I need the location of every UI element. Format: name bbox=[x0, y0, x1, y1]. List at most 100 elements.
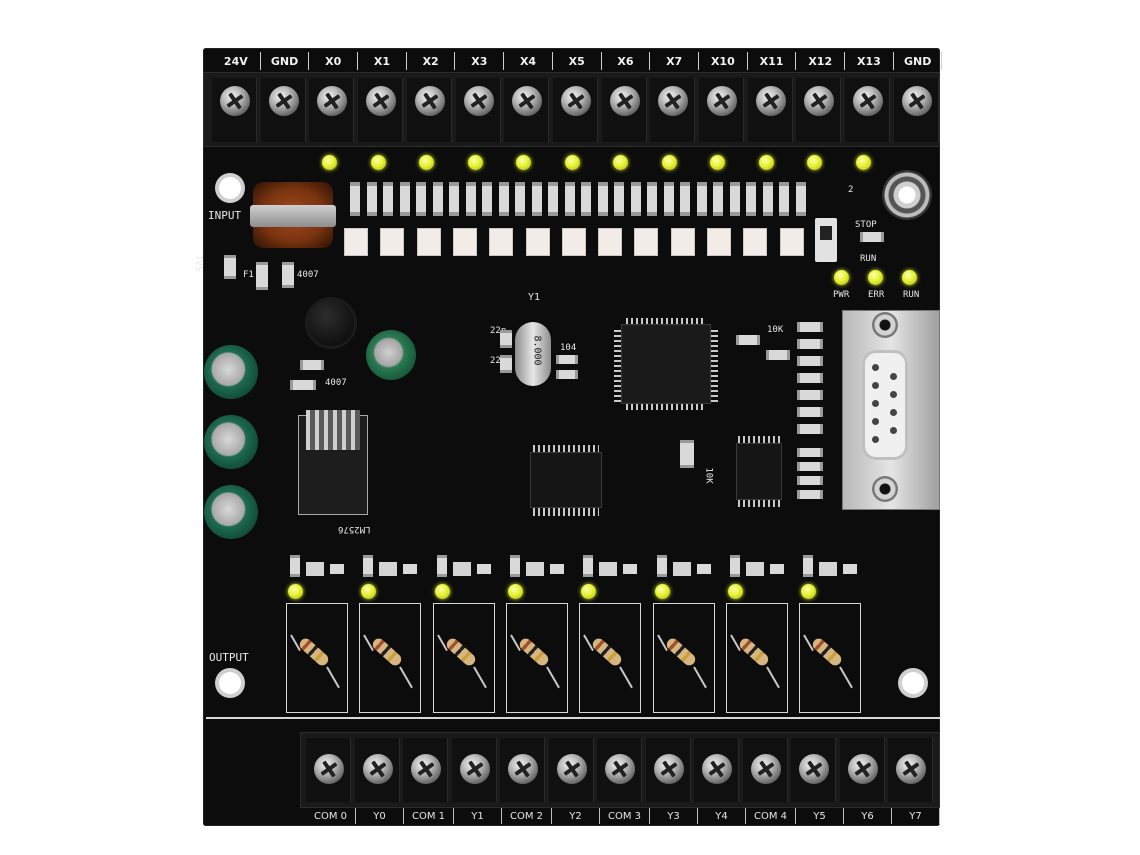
screw-terminal[interactable] bbox=[791, 738, 836, 802]
smd-component bbox=[525, 562, 544, 576]
screw-terminal-icon bbox=[411, 754, 441, 784]
smd-resistor bbox=[797, 373, 823, 383]
screw-terminal-icon bbox=[896, 754, 926, 784]
screw-terminal[interactable] bbox=[455, 78, 501, 142]
smd-resistor bbox=[779, 182, 789, 216]
screw-terminal[interactable] bbox=[306, 738, 351, 802]
led-indicator-icon bbox=[727, 584, 743, 599]
led-indicator-icon bbox=[834, 270, 849, 285]
smd-resistor bbox=[762, 182, 773, 216]
output-resistor bbox=[370, 636, 404, 668]
led-indicator-icon bbox=[288, 584, 303, 599]
screw-terminal-icon bbox=[707, 86, 737, 116]
screw-terminal[interactable] bbox=[358, 78, 404, 142]
screw-terminal[interactable] bbox=[893, 78, 939, 142]
screw-terminal[interactable] bbox=[504, 78, 550, 142]
led-indicator-icon bbox=[581, 584, 597, 599]
smd-resistor bbox=[416, 182, 426, 216]
pwr-label: PWR bbox=[833, 290, 850, 300]
bottom-terminal-label: COM 0 bbox=[306, 808, 356, 824]
screw-terminal[interactable] bbox=[403, 738, 448, 802]
smd-component bbox=[452, 562, 471, 576]
output-relay bbox=[725, 603, 788, 713]
screw-terminal[interactable] bbox=[694, 738, 739, 802]
rs232-transceiver-ic bbox=[736, 443, 782, 500]
top-terminal-label: X1 bbox=[358, 52, 407, 70]
led-indicator-icon bbox=[613, 155, 628, 170]
stop-run-switch[interactable] bbox=[815, 218, 837, 262]
screw-terminal[interactable] bbox=[845, 78, 891, 142]
screw-terminal[interactable] bbox=[548, 738, 594, 802]
input-label: INPUT bbox=[208, 209, 242, 222]
smd-resistor bbox=[531, 182, 542, 216]
db9-pin bbox=[890, 409, 897, 416]
crystal-label: 8.000 bbox=[531, 335, 543, 366]
optocoupler bbox=[452, 228, 477, 256]
screw-terminal-icon bbox=[362, 754, 393, 784]
resistor-lead bbox=[765, 666, 780, 689]
smd-diode bbox=[330, 564, 344, 574]
screw-terminal[interactable] bbox=[406, 78, 452, 142]
screw-terminal-icon bbox=[512, 86, 543, 116]
screw-terminal[interactable] bbox=[645, 738, 691, 802]
screw-terminal-icon bbox=[366, 86, 397, 116]
db9-pin bbox=[872, 436, 879, 443]
led-indicator-icon bbox=[564, 155, 580, 170]
smd-resistor bbox=[465, 182, 476, 216]
db9-pin bbox=[872, 418, 879, 425]
screw-terminal[interactable] bbox=[699, 78, 744, 142]
screw-terminal[interactable] bbox=[839, 738, 885, 802]
optocoupler bbox=[779, 228, 804, 256]
z-mark-label: 2 bbox=[848, 185, 854, 195]
bottom-terminal-label: Y4 bbox=[698, 808, 746, 824]
mcu-pins-top bbox=[626, 318, 706, 326]
smd-resistor bbox=[449, 182, 459, 216]
screw-terminal-icon bbox=[653, 754, 684, 784]
smd-resistor bbox=[713, 182, 723, 216]
screw-terminal[interactable] bbox=[888, 738, 933, 802]
smd-resistor bbox=[350, 182, 360, 216]
screw-terminal[interactable] bbox=[354, 738, 400, 802]
screw-terminal-icon bbox=[317, 86, 348, 116]
microcontroller-chip bbox=[621, 324, 711, 404]
output-relay bbox=[505, 603, 568, 713]
optocoupler bbox=[634, 228, 659, 256]
smd-resistor bbox=[797, 424, 823, 434]
optocoupler bbox=[670, 228, 695, 256]
top-terminal-label: 24V bbox=[212, 52, 261, 70]
bottom-terminal-label: COM 3 bbox=[600, 808, 650, 824]
filter-capacitor-small bbox=[366, 330, 416, 380]
optocoupler bbox=[561, 228, 586, 256]
output-relay bbox=[799, 603, 862, 713]
smd-resistor bbox=[797, 356, 823, 366]
screw-terminal[interactable] bbox=[796, 78, 842, 142]
screw-terminal-icon bbox=[459, 754, 490, 784]
top-terminal-label: X7 bbox=[650, 52, 699, 70]
optocoupler bbox=[489, 228, 514, 256]
screw-terminal-icon bbox=[508, 754, 538, 784]
r10k-label: 10K bbox=[703, 467, 714, 484]
db9-pin bbox=[872, 364, 879, 371]
top-terminal-label: GND bbox=[261, 52, 310, 70]
output-resistor bbox=[517, 636, 551, 668]
db9-screw-bottom bbox=[872, 476, 898, 502]
run-label: RUN bbox=[860, 254, 877, 264]
screw-terminal[interactable] bbox=[601, 78, 647, 142]
screw-terminal[interactable] bbox=[552, 78, 598, 142]
screw-terminal[interactable] bbox=[650, 78, 696, 142]
screw-terminal[interactable] bbox=[260, 78, 306, 142]
smd-component bbox=[306, 562, 324, 576]
tvs-label: TVS bbox=[193, 255, 203, 272]
screw-terminal[interactable] bbox=[597, 738, 642, 802]
screw-terminal[interactable] bbox=[451, 738, 497, 802]
screw-terminal[interactable] bbox=[742, 738, 788, 802]
switch-lever[interactable] bbox=[820, 226, 832, 240]
screw-terminal-icon bbox=[463, 86, 494, 116]
screw-terminal[interactable] bbox=[309, 78, 355, 142]
screw-terminal[interactable] bbox=[212, 78, 257, 142]
screw-terminal[interactable] bbox=[500, 738, 545, 802]
top-terminal-label: X0 bbox=[309, 52, 359, 70]
top-terminal-label: X11 bbox=[748, 52, 797, 70]
top-terminal-label: X10 bbox=[699, 52, 748, 70]
screw-terminal[interactable] bbox=[747, 78, 793, 142]
